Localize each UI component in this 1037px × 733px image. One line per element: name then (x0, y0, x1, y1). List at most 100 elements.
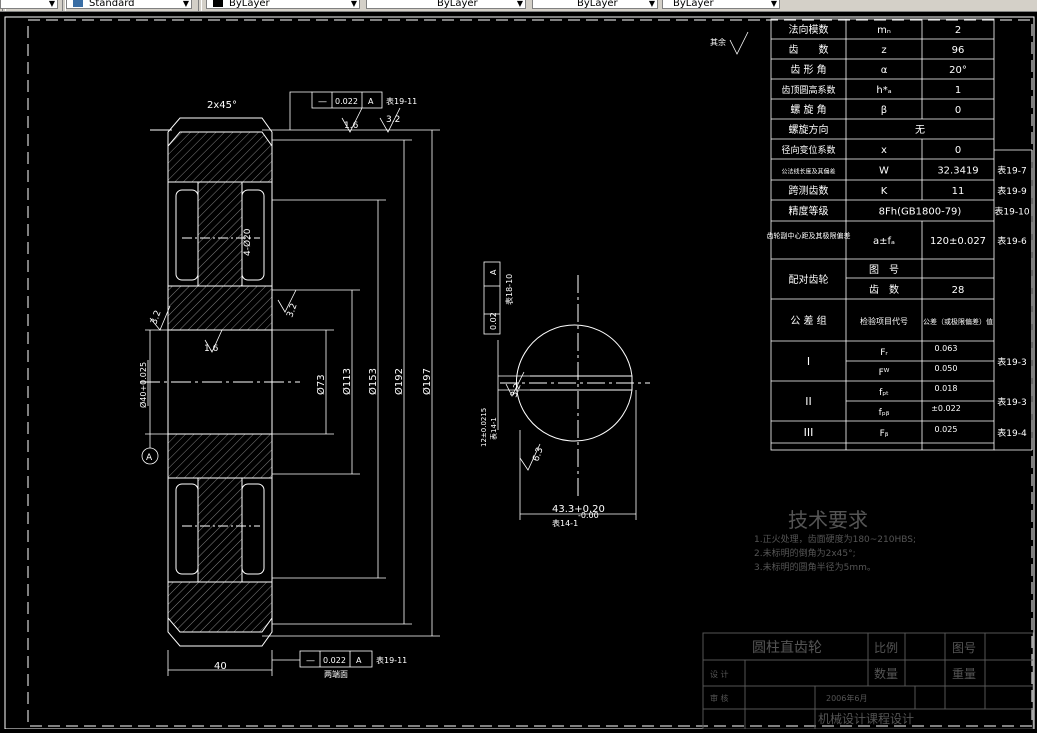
symmetry-ref: 表18-10 (504, 274, 514, 305)
chevron-down-icon: ▼ (48, 0, 55, 8)
drawing-svg[interactable]: 2x45° 0.022 A 表19-11 — 0.022 A 表19-11 — … (0, 12, 1037, 730)
requirement-item: 1.正火处理，齿面硬度为180~210HBS; (754, 533, 916, 545)
requirements-title: 技术要求 (788, 508, 868, 532)
param-label: 跨测齿数 (789, 184, 829, 197)
symmetry-frame (483, 261, 501, 335)
gear-section-view[interactable] (140, 117, 300, 647)
lineweight-combo[interactable]: ByLayer ▼ (662, 0, 780, 9)
datum-a-label: A (146, 453, 153, 463)
tolerance-symbol: Fᵦ (880, 429, 889, 439)
param-value: 96 (952, 45, 965, 56)
param-symbol: a±fₐ (873, 236, 895, 247)
symmetry-datum: A (489, 269, 498, 275)
param-symbol: α (881, 65, 888, 76)
bore-dim: Ø40+0.025 (138, 362, 148, 408)
chevron-down-icon: ▼ (350, 0, 357, 8)
diameter-dim: Ø73 (315, 374, 327, 395)
gear-hub-bottom-hatch (167, 433, 273, 479)
param-value: 无 (915, 125, 925, 136)
roughness-value: 6.3 (531, 446, 545, 463)
requirement-item: 2.未标明的倒角为2x45°; (754, 547, 856, 559)
roughness-value: 3.2 (386, 115, 400, 125)
layer-color-icon (213, 0, 223, 7)
param-label: 公法线长度及其偏差 (781, 168, 835, 176)
layer-value: ByLayer (229, 0, 270, 9)
keyway-width-ref: 表14-1 (489, 417, 498, 440)
param-symbol: β (881, 105, 887, 116)
keyway-end-view[interactable] (483, 261, 650, 520)
drawing-canvas[interactable]: 2x45° 0.022 A 表19-11 — 0.022 A 表19-11 — … (0, 12, 1037, 730)
gear-rim-bottom-hatch (167, 581, 273, 633)
date-label: 2006年6月 (826, 693, 867, 703)
linetype-combo[interactable]: ByLayer ▼ (532, 0, 658, 9)
chevron-down-icon: ▼ (770, 0, 777, 8)
param-symbol: mₙ (877, 25, 891, 36)
roughness-symbol (505, 371, 525, 397)
param-label: 齿轮副中心距及其极限偏差 (767, 231, 851, 240)
tolerance-group-name: II (805, 395, 812, 408)
design-label: 设 计 (710, 669, 729, 679)
param-value: 2 (955, 25, 961, 36)
param-value: 1 (955, 85, 961, 96)
color-value: ByLayer (437, 0, 478, 9)
tolerance-value: ±0.022 (931, 404, 961, 413)
textstyle-combo[interactable]: Standard ▼ (66, 0, 192, 9)
tolerance-value: 0.025 (935, 425, 958, 434)
diameter-dim: Ø113 (341, 368, 353, 395)
title-block-text: 圆柱直齿轮 比例 图号 数量 重量 设 计 审 核 2006年6月 机械设计课程… (710, 639, 976, 726)
keyway-width-value: 12±0.0215 (480, 408, 488, 447)
param-symbol: W (879, 166, 889, 177)
mate-figure-label: 图 号 (869, 264, 899, 276)
web-cavity (175, 189, 199, 281)
param-label: 齿 数 (789, 43, 829, 56)
technical-requirements: 技术要求 1.正火处理，齿面硬度为180~210HBS; 2.未标明的倒角为2x… (754, 508, 916, 573)
runout-top-datum: A (368, 97, 374, 106)
runout-top-value: 0.022 (335, 97, 358, 106)
param-reference: 表19-6 (997, 235, 1027, 247)
param-symbol: K (881, 186, 888, 197)
param-label: 齿 形 角 (790, 64, 826, 76)
tolerance-symbol: Fᵣ (880, 348, 888, 358)
mate-teeth-label: 齿 数 (869, 283, 899, 296)
tolerance-item-header: 检验项目代号 (860, 316, 908, 326)
diameter-dim: Ø197 (421, 368, 433, 395)
runout-bottom-note: 两端面 (324, 669, 348, 679)
param-label: 径向变位系数 (781, 144, 835, 156)
tolerance-group-name: I (807, 355, 810, 368)
runout-top-ref: 表19-11 (386, 96, 417, 106)
param-value: 0 (955, 145, 961, 156)
mate-gear-label: 配对齿轮 (789, 273, 829, 286)
roughness-value: 3.2 (509, 382, 523, 399)
chevron-down-icon: ▼ (516, 0, 523, 8)
chevron-down-icon: ▼ (648, 0, 655, 8)
gear-dimension-text: 2x45° 0.022 A 表19-11 — 0.022 A 表19-11 — … (138, 96, 433, 679)
param-value: 20° (949, 65, 967, 76)
param-label: 法向模数 (789, 23, 829, 36)
textstyle-dropdown[interactable]: ▼ (0, 0, 58, 9)
tolerance-symbol: fₚₜ (879, 388, 889, 398)
diameter-dim: Ø192 (393, 368, 405, 395)
table-frame (770, 18, 995, 451)
param-value: 120±0.027 (930, 236, 986, 247)
tolerance-reference: 表19-4 (997, 427, 1027, 439)
gear-hub-top-hatch (167, 285, 273, 331)
part-name: 圆柱直齿轮 (752, 639, 822, 656)
tolerance-symbol: Fᵂ (879, 368, 890, 378)
tolerance-group-header: 公 差 组 (790, 314, 826, 327)
layer-combo[interactable]: ByLayer ▼ (206, 0, 360, 9)
review-label: 审 核 (710, 693, 729, 703)
quantity-label: 数量 (874, 666, 898, 681)
tolerance-value-header: 公差（或极限偏差）值 (923, 317, 993, 326)
param-value: 0 (955, 105, 961, 116)
keyway-depth-value: 43.3+0.20 (552, 504, 605, 515)
roughness-other-label: 其余 (710, 37, 726, 47)
tolerance-reference: 表19-3 (997, 396, 1026, 408)
tolerance-group-name: III (804, 426, 814, 439)
color-combo[interactable]: ByLayer ▼ (366, 0, 526, 9)
weight-label: 重量 (952, 667, 976, 681)
width-dim: 40 (214, 661, 227, 672)
gear-web-bottom (197, 477, 243, 583)
properties-toolbar: ▼ Standard ▼ ByLayer ▼ ByLayer ▼ ByLayer… (0, 0, 1037, 12)
tolerance-symbol: fₚᵦ (879, 408, 890, 418)
